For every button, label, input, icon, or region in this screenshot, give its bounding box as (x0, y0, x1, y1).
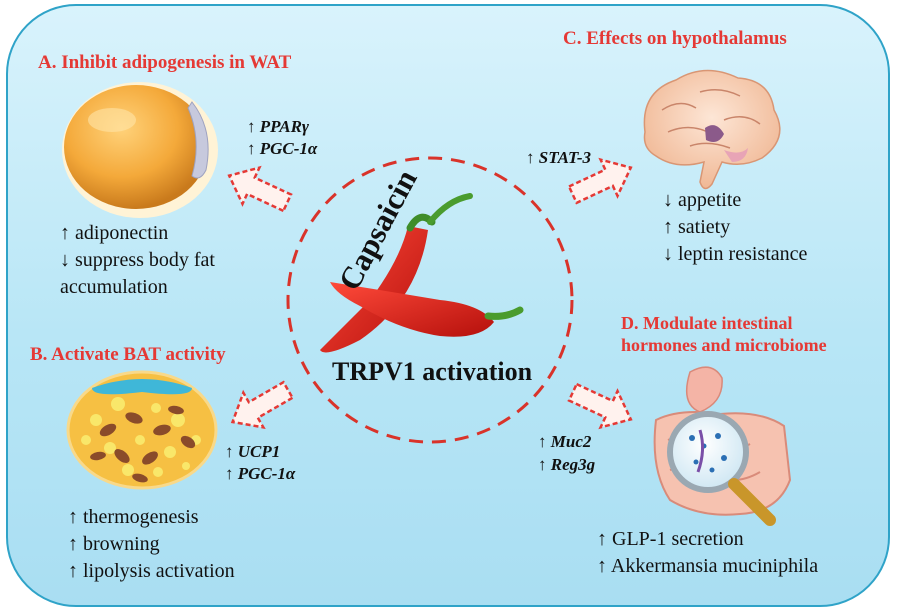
section-d-heading-line-2: hormones and microbiome (621, 335, 827, 355)
arrow-to-a (227, 165, 293, 213)
section-b-effect-1: ↑ thermogenesis (68, 506, 199, 528)
section-c-heading: C. Effects on hypothalamus (563, 28, 787, 49)
section-a-effect-3: accumulation (60, 276, 168, 298)
section-c-effect-2: ↑ satiety (663, 216, 731, 238)
section-a-effect-2: ↓ suppress body fat (60, 249, 215, 271)
section-b-gene-2: ↑ PGC-1α (225, 464, 296, 483)
section-d-effect-2: ↑ Akkermansia muciniphila (597, 555, 819, 577)
section-a-heading: A. Inhibit adipogenesis in WAT (38, 52, 292, 73)
arrow-to-c (567, 157, 633, 205)
white-adipocyte-icon (62, 82, 218, 218)
section-c-gene-1: ↑ STAT-3 (526, 148, 592, 167)
brain-icon (643, 69, 781, 190)
section-c-effect-1: ↓ appetite (663, 189, 742, 211)
section-b-effect-2: ↑ browning (68, 533, 160, 555)
section-d-effect-1: ↑ GLP-1 secretion (597, 528, 744, 550)
center-dashed-circle (286, 156, 574, 444)
section-a-gene-2: ↑ PGC-1α (247, 139, 318, 158)
section-d-gene-1: ↑ Muc2 (538, 432, 592, 451)
arrow-to-d (567, 382, 633, 430)
section-c-effect-3: ↓ leptin resistance (663, 243, 808, 265)
chili-pepper-icon (320, 193, 524, 353)
center-subtitle: TRPV1 activation (332, 357, 533, 386)
section-d-gene-2: ↑ Reg3g (538, 455, 596, 474)
section-b-heading: B. Activate BAT activity (30, 344, 226, 365)
section-d-heading-line-1: D. Modulate intestinal (621, 313, 793, 333)
section-b-effect-3: ↑ lipolysis activation (68, 560, 235, 582)
section-a-gene-1: ↑ PPARγ (247, 117, 310, 136)
brown-adipocyte-icon (66, 370, 218, 490)
magnifier-icon (667, 411, 776, 526)
arrow-to-b (230, 380, 295, 430)
section-b-gene-1: ↑ UCP1 (225, 442, 281, 461)
section-a-effect-1: ↑ adiponectin (60, 222, 169, 244)
